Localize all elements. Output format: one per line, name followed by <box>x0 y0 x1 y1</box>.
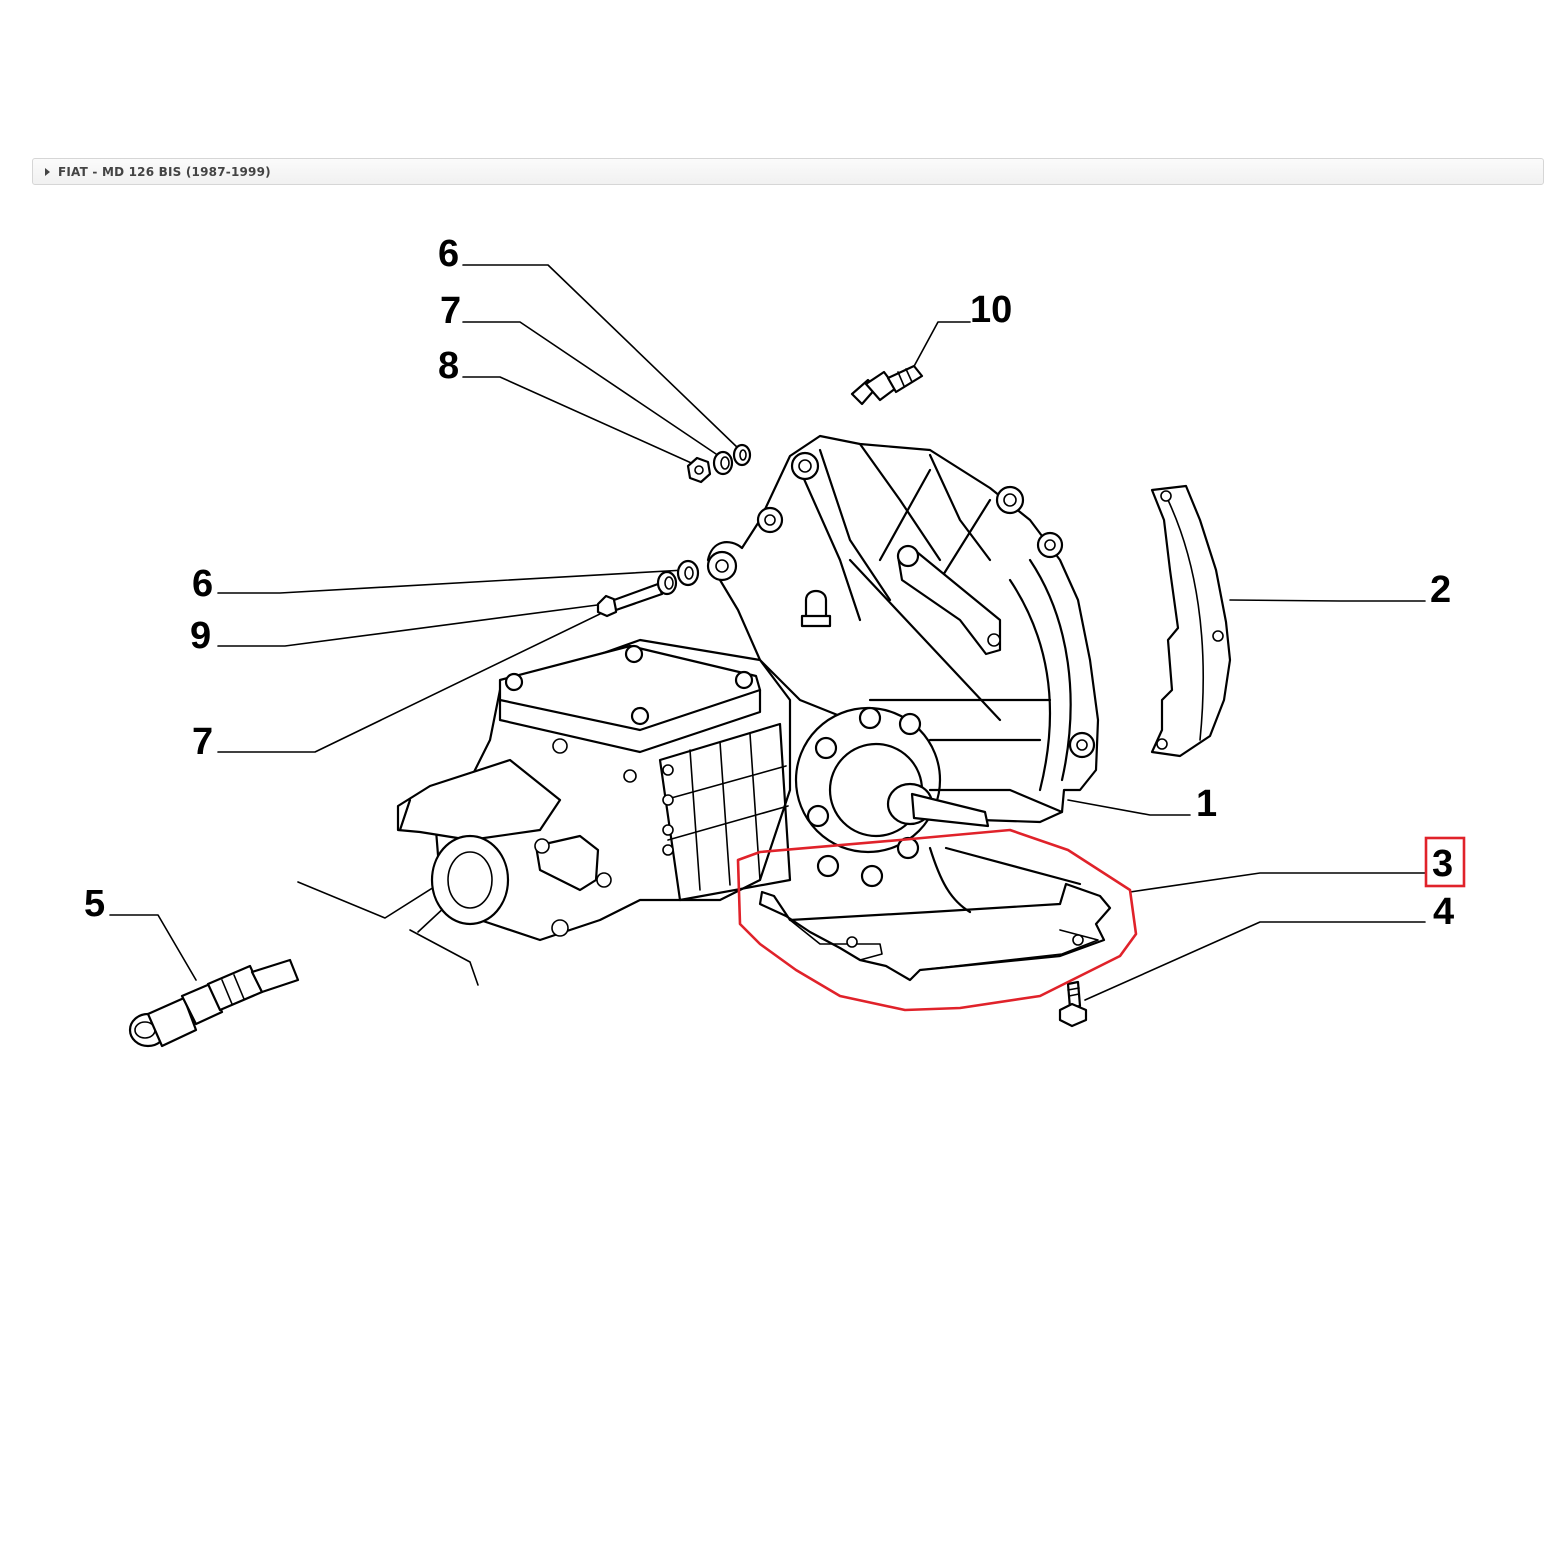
callout-7-low[interactable]: 7 <box>192 721 213 763</box>
part-stud-bolt[interactable] <box>850 364 924 406</box>
callout-5[interactable]: 5 <box>84 883 105 925</box>
callout-labels: 6 7 8 10 6 9 7 2 1 3 4 5 <box>84 233 1454 933</box>
part-bolt-washers-mid[interactable] <box>596 559 700 618</box>
callout-8[interactable]: 8 <box>438 345 459 387</box>
part-gearbox-housing[interactable] <box>396 434 1100 942</box>
callout-4[interactable]: 4 <box>1433 891 1454 933</box>
part-guard-plate[interactable] <box>758 846 1112 982</box>
part-nut-washers-top[interactable] <box>686 443 752 484</box>
callout-6-top[interactable]: 6 <box>438 233 459 275</box>
callout-9[interactable]: 9 <box>190 615 211 657</box>
callout-2[interactable]: 2 <box>1430 569 1451 611</box>
callout-1[interactable]: 1 <box>1196 783 1217 825</box>
caret-right-icon <box>45 167 50 176</box>
callout-3[interactable]: 3 <box>1432 843 1453 885</box>
part-small-bolt[interactable] <box>1058 980 1088 1028</box>
leader-lines <box>109 264 1426 1001</box>
part-curved-cover-plate[interactable] <box>1150 484 1232 758</box>
selected-part-highlight <box>736 828 1466 1012</box>
callout-6-mid[interactable]: 6 <box>192 563 213 605</box>
callout-10[interactable]: 10 <box>970 289 1012 331</box>
callout-7-top[interactable]: 7 <box>440 290 461 332</box>
breadcrumb[interactable]: FIAT - MD 126 BIS (1987-1999) <box>32 158 1544 185</box>
part-switch-sensor[interactable] <box>128 958 300 1048</box>
breadcrumb-label[interactable]: FIAT - MD 126 BIS (1987-1999) <box>58 164 271 179</box>
